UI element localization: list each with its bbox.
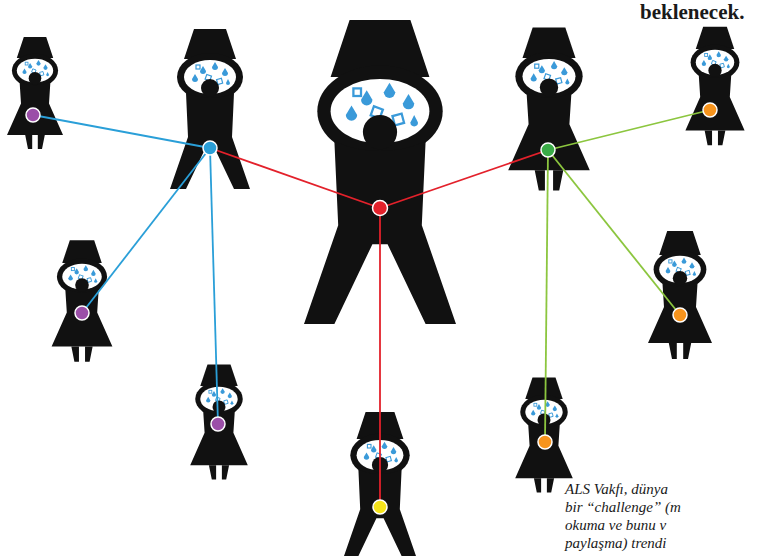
figure: [508, 27, 590, 190]
caption-line: paylaşma) trendi: [565, 534, 667, 552]
network-lines: [33, 110, 710, 507]
caption-line: okuma ve bunu v: [565, 516, 666, 534]
network-dots: [26, 103, 717, 514]
figure: [685, 27, 744, 145]
figure: [7, 37, 63, 149]
figure: [648, 231, 712, 359]
figure: [515, 377, 573, 492]
caption-line: ALS Vakfı, dünya: [565, 480, 668, 498]
heading-fragment: beklenecek.: [640, 0, 744, 25]
caption-line: bir “challenge” (m: [565, 498, 681, 516]
figure: [190, 364, 248, 479]
figure: [52, 240, 113, 362]
